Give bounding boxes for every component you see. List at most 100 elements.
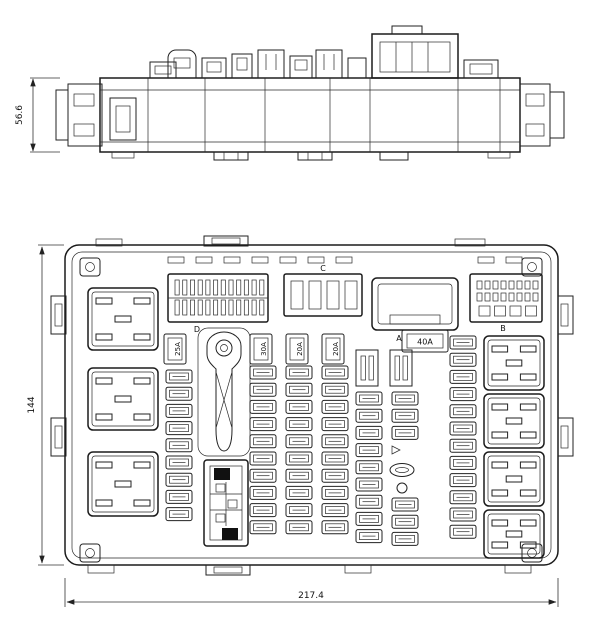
mini-fuse [321, 485, 349, 500]
dim-side-height-label: 56.6 [15, 105, 25, 125]
relay-socket [483, 509, 545, 559]
mini-fuse [165, 507, 193, 522]
mini-fuse [449, 455, 477, 470]
dim-plan-height: 144 [27, 244, 64, 566]
mini-fuse [249, 485, 277, 500]
fuse-25a-label: 25A [174, 342, 182, 356]
mini-fuse [321, 468, 349, 483]
fuse-20a-right-label: 20A [332, 342, 340, 356]
connector-b: B [469, 273, 543, 333]
mini-fuse [355, 443, 383, 458]
mini-fuse [449, 404, 477, 419]
connector-d: D [167, 273, 269, 334]
mini-fuse [449, 387, 477, 402]
connector-b-pins [476, 280, 539, 317]
connector-a: A [371, 277, 459, 343]
mini-fuse [449, 438, 477, 453]
mini-fuse [449, 490, 477, 505]
mini-fuse [165, 421, 193, 436]
fuse-40a-label: 40A [417, 338, 433, 347]
mini-fuse [165, 489, 193, 504]
mini-fuse [391, 497, 419, 512]
mini-fuse [321, 451, 349, 466]
mini-fuse [249, 365, 277, 380]
mini-fuse [449, 369, 477, 384]
mini-fuse [165, 455, 193, 470]
mini-fuse [165, 472, 193, 487]
connector-b-label: B [500, 324, 506, 333]
relay-socket [87, 287, 159, 351]
mini-fuse [249, 399, 277, 414]
mini-fuse [285, 503, 313, 518]
connector-a-label: A [396, 334, 402, 343]
mini-fuse-grid [165, 335, 477, 546]
side-right-flange [519, 83, 565, 147]
triangle-marker-icon [391, 445, 401, 455]
mini-fuse [449, 473, 477, 488]
center-power-connector [203, 459, 249, 547]
relay-socket [87, 367, 159, 431]
mini-fuse [321, 503, 349, 518]
mini-fuse [165, 438, 193, 453]
mini-fuse [355, 511, 383, 526]
mini-fuse [355, 391, 383, 406]
mini-fuse [391, 408, 419, 423]
connector-d-label: D [194, 325, 200, 334]
fuse-40a: 40A [401, 329, 449, 353]
vent-slots [167, 256, 523, 264]
relay-socket [483, 451, 545, 507]
mini-fuse [285, 468, 313, 483]
fuse-20a-left-label: 20A [296, 342, 304, 356]
mini-fuse [285, 434, 313, 449]
connector-c-label: C [320, 264, 326, 273]
mini-fuse [285, 485, 313, 500]
mini-fuse [449, 335, 477, 350]
oval-slot [389, 463, 415, 477]
mini-fuse [391, 425, 419, 440]
right-relays [483, 335, 545, 559]
connector-d-pins [174, 279, 265, 316]
mini-fuse [285, 417, 313, 432]
side-view: 56.6 [15, 25, 565, 161]
mini-fuse [391, 514, 419, 529]
dim-plan-width-label: 217.4 [298, 591, 324, 601]
fuse-30a-label: 30A [260, 342, 268, 356]
fuse-20a-left: 20A [285, 333, 309, 365]
mini-fuse [355, 477, 383, 492]
mini-fuse [249, 468, 277, 483]
mini-fuse [249, 382, 277, 397]
mini-fuse [355, 408, 383, 423]
mini-fuse [391, 391, 419, 406]
mini-fuse [249, 520, 277, 535]
mini-fuse [249, 503, 277, 518]
mini-fuse [355, 494, 383, 509]
dim-plan-width: 217.4 [64, 578, 559, 607]
side-top-connectors [149, 25, 499, 79]
mini-fuse [165, 386, 193, 401]
mini-fuse [449, 352, 477, 367]
mini-fuse [321, 520, 349, 535]
mini-fuse [249, 417, 277, 432]
relay-socket [87, 451, 159, 517]
dim-side-height: 56.6 [15, 77, 60, 153]
fuse-30a: 30A [249, 333, 273, 365]
mini-fuse [321, 382, 349, 397]
left-relays [87, 287, 159, 517]
round-hole [396, 482, 408, 494]
mini-fuse [285, 520, 313, 535]
mini-fuse [285, 451, 313, 466]
mini-fuse [355, 425, 383, 440]
mini-fuse [391, 531, 419, 546]
mini-fuse [449, 524, 477, 539]
mini-fuse [249, 434, 277, 449]
mini-fuse [165, 369, 193, 384]
mini-fuse [355, 460, 383, 475]
mini-fuse [165, 403, 193, 418]
fuse-25a: 25A [163, 333, 187, 365]
relay-socket [483, 393, 545, 449]
fuse-puller [197, 327, 251, 457]
side-bottom-feet [111, 151, 511, 161]
connector-c: C [283, 264, 363, 317]
